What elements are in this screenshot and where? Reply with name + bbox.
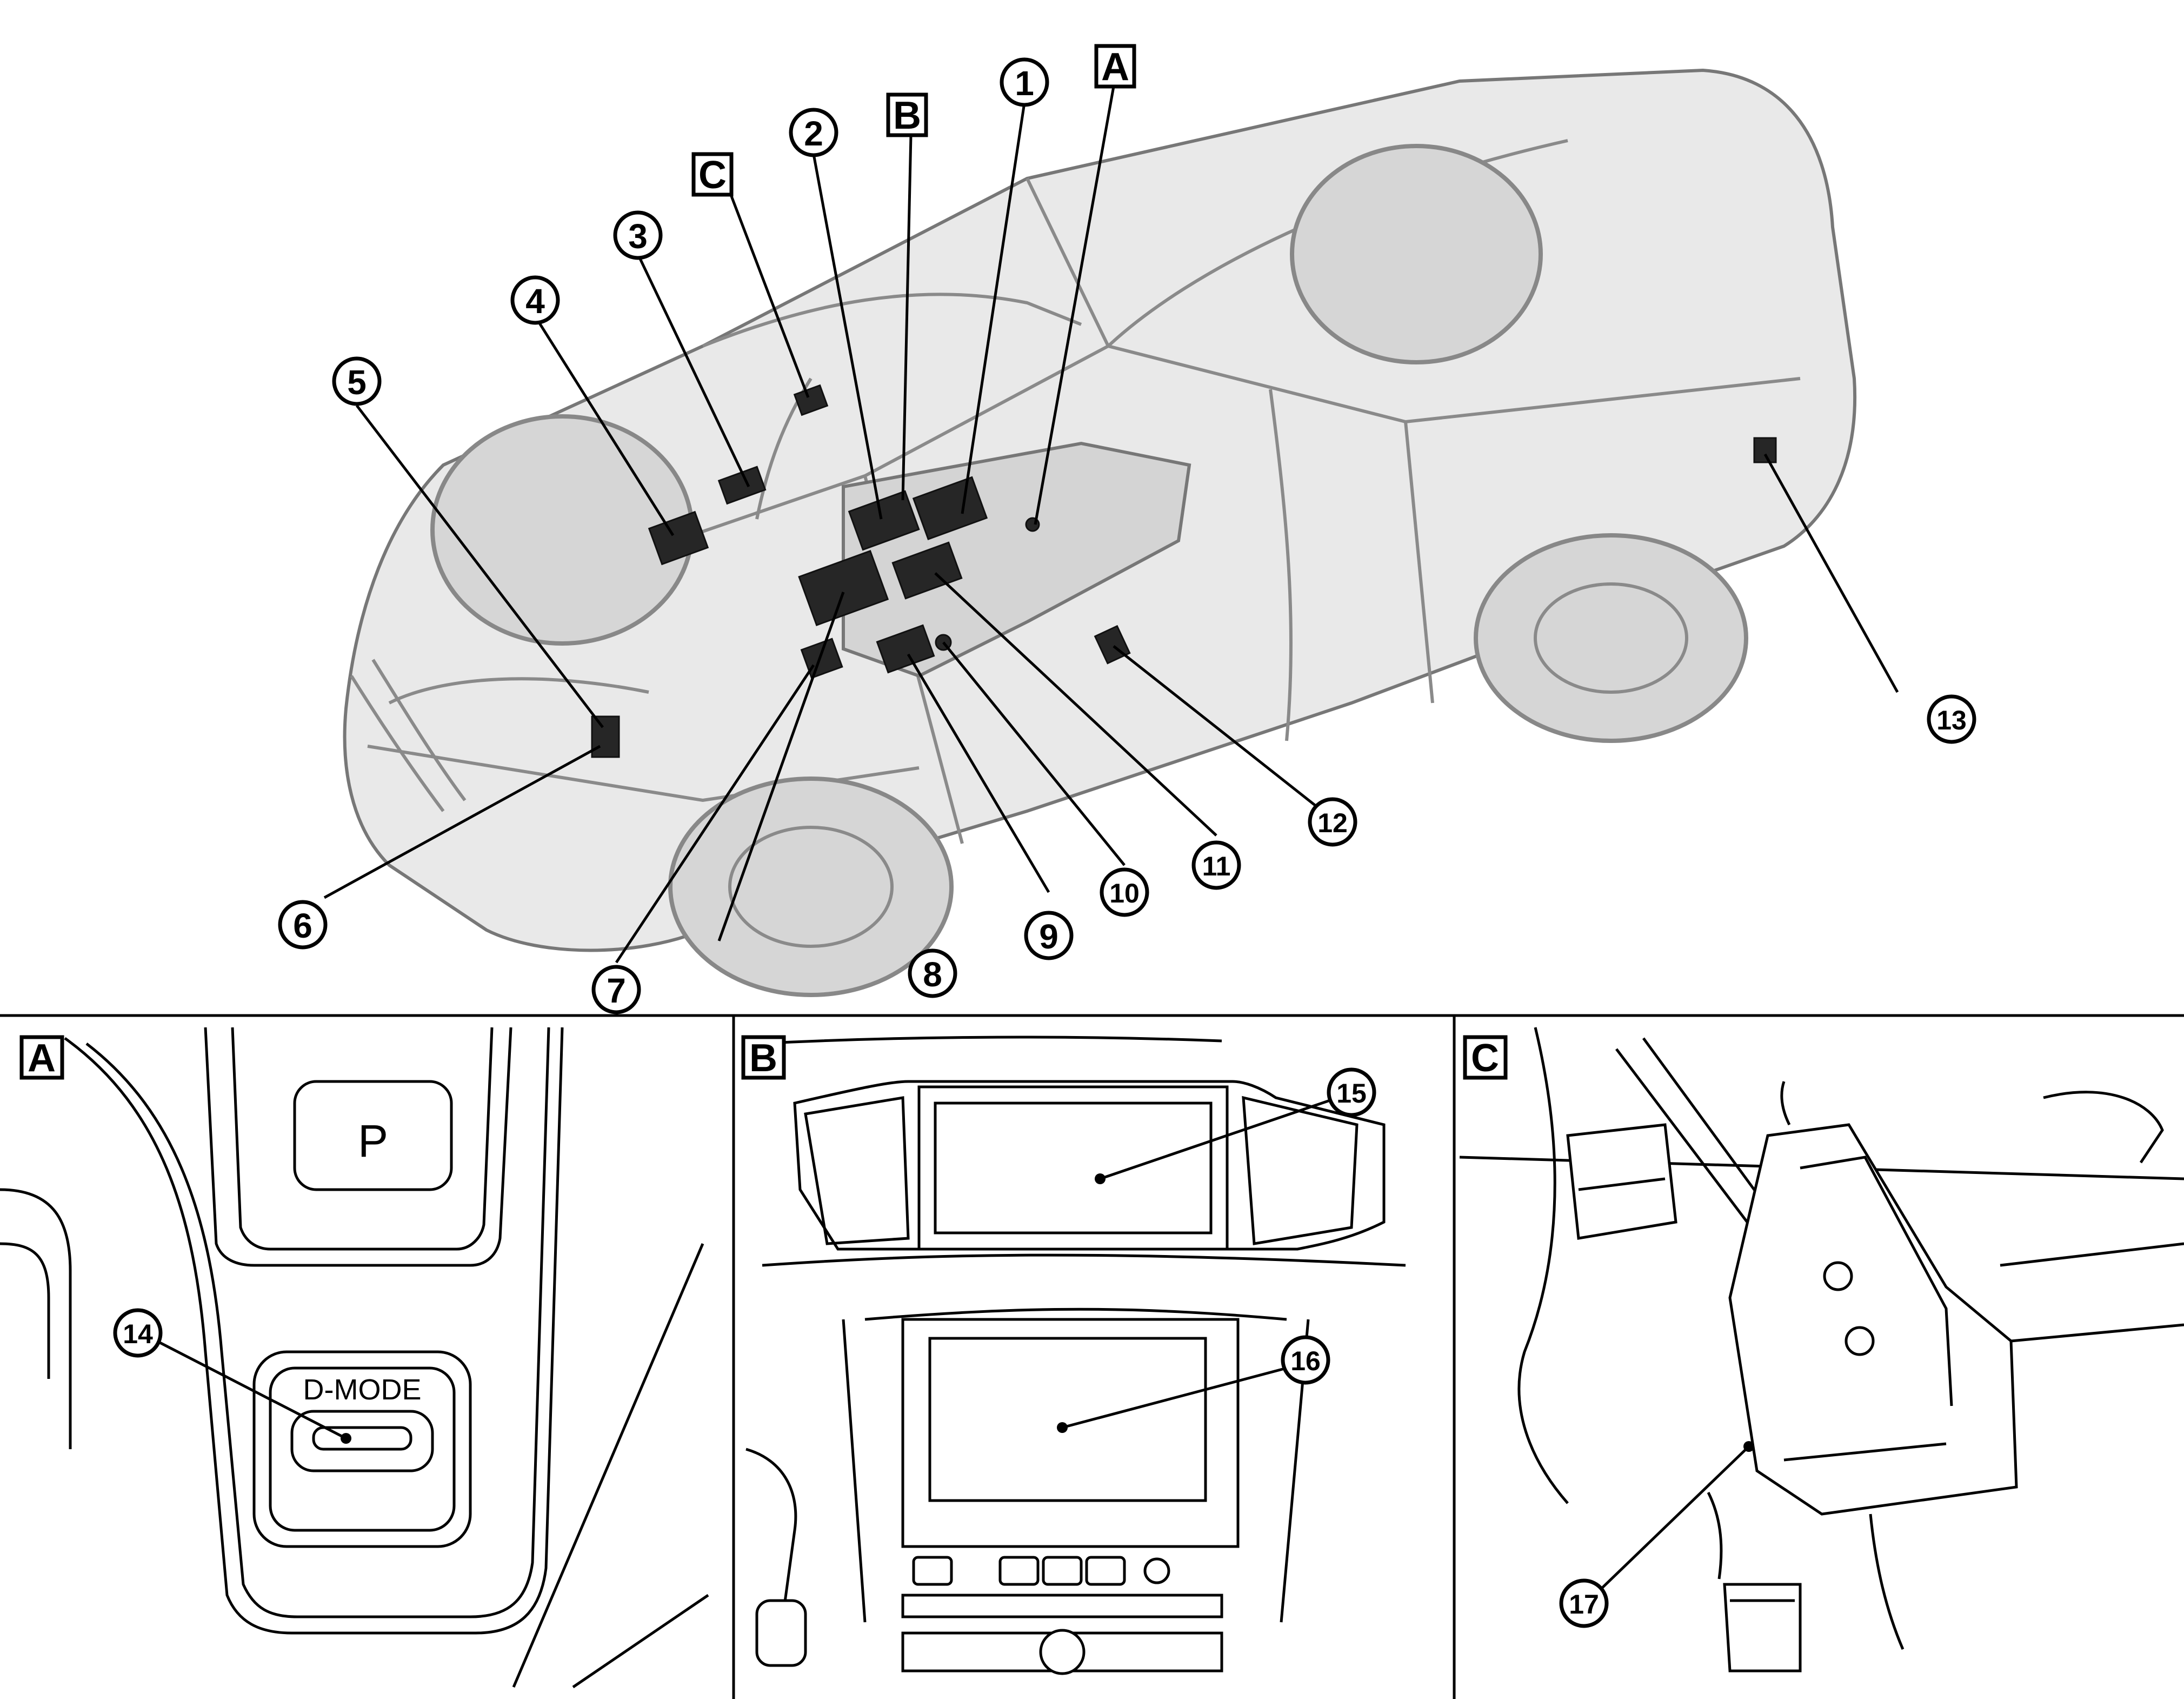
svg-text:1: 1: [1015, 64, 1034, 103]
svg-text:14: 14: [123, 1319, 153, 1349]
callout-16: 16: [1281, 1335, 1330, 1385]
svg-text:4: 4: [525, 282, 545, 321]
callout-13: 13: [1927, 694, 1976, 744]
connector-c-lower: [1723, 1583, 1802, 1673]
shift-knob-p: [293, 1080, 453, 1191]
component-5-6: [591, 715, 620, 758]
component-12: [1094, 625, 1131, 665]
view-label-b-panel: B: [741, 1035, 786, 1080]
svg-text:C: C: [1471, 1037, 1499, 1080]
svg-text:12: 12: [1317, 808, 1348, 838]
detail-panel-c: 17 C: [1459, 1027, 2184, 1673]
svg-text:8: 8: [923, 955, 942, 994]
view-label-a-top: A: [1094, 44, 1136, 89]
callout-6: 6: [278, 900, 328, 950]
callout-10: 10: [1100, 867, 1149, 917]
leader-lines: [323, 86, 1899, 964]
detail-panel-a: P D-MODE 14 A: [0, 1027, 709, 1689]
component-13: [1753, 437, 1777, 463]
vehicle-illustration: [343, 68, 1856, 997]
svg-text:7: 7: [607, 971, 626, 1010]
rear-right-wheel: [1474, 533, 1748, 743]
callout-7: 7: [591, 965, 641, 1014]
callout-15: 15: [1327, 1067, 1376, 1117]
callout-2: 2: [789, 108, 838, 157]
shift-p-label: P: [358, 1116, 388, 1166]
svg-text:A: A: [28, 1037, 56, 1080]
callout-3: 3: [613, 210, 663, 260]
callout-14: 14: [113, 1308, 163, 1358]
svg-text:B: B: [749, 1037, 777, 1080]
svg-text:B: B: [893, 94, 921, 137]
svg-text:16: 16: [1290, 1346, 1321, 1376]
connector-c-upper: [1566, 1123, 1677, 1240]
component-3: [717, 466, 767, 505]
svg-text:15: 15: [1336, 1078, 1367, 1109]
svg-text:C: C: [698, 154, 727, 197]
svg-text:9: 9: [1039, 917, 1058, 956]
svg-text:A: A: [1101, 45, 1129, 89]
component-4: [648, 510, 709, 566]
control-module: [1728, 1123, 2018, 1516]
view-label-c-top: C: [691, 152, 734, 197]
svg-text:11: 11: [1202, 851, 1231, 881]
view-label-c-panel: C: [1463, 1035, 1508, 1080]
component-1: [912, 476, 988, 541]
callout-17: 17: [1559, 1578, 1609, 1628]
callout-5: 5: [332, 356, 382, 406]
rear-left-wheel: [1290, 144, 1543, 364]
callout-9: 9: [1024, 911, 1074, 960]
svg-text:17: 17: [1569, 1589, 1599, 1620]
detail-panel-b: 15 16 B: [741, 1035, 1406, 1675]
svg-text:13: 13: [1936, 705, 1967, 735]
front-right-wheel: [668, 777, 954, 997]
svg-text:10: 10: [1109, 878, 1140, 908]
callout-11: 11: [1191, 840, 1241, 890]
view-label-b-top: B: [886, 92, 928, 137]
svg-text:2: 2: [804, 114, 823, 153]
view-label-a-panel: A: [19, 1035, 64, 1080]
component-8: [798, 549, 889, 626]
component-9: [876, 624, 935, 674]
svg-text:3: 3: [628, 217, 648, 256]
component-11: [891, 541, 963, 600]
callout-4: 4: [510, 275, 560, 325]
callout-12: 12: [1308, 797, 1357, 847]
callout-1: 1: [1000, 57, 1049, 107]
component-c: [793, 384, 829, 416]
svg-text:6: 6: [293, 906, 312, 945]
callout-8: 8: [908, 948, 957, 998]
svg-text:5: 5: [347, 363, 367, 402]
drive-mode-label: D-MODE: [303, 1373, 422, 1406]
